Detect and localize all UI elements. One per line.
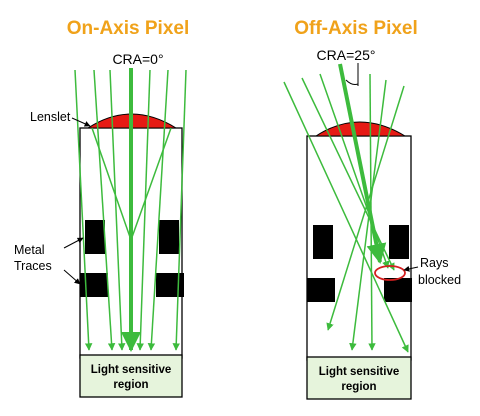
on-axis-rays [74, 69, 187, 351]
metal-traces-label-2: Traces [14, 259, 52, 273]
off-axis-chief-ray [338, 63, 387, 264]
ray [109, 69, 126, 351]
off-axis-panel: Off-Axis Pixel CRA=25° Light sensitive [283, 18, 461, 400]
on-axis-light-region [79, 354, 183, 398]
cra-angle-arc [345, 79, 359, 85]
ray [147, 69, 169, 351]
on-axis-region-label-2: region [113, 379, 148, 391]
rays-blocked-marker [374, 265, 406, 281]
on-axis-metal-trace [80, 273, 108, 297]
off-axis-metal-trace [307, 278, 335, 302]
on-axis-metal-trace [156, 273, 184, 297]
off-axis-cra-label: CRA=25° [317, 47, 376, 63]
on-axis-region-label-1: Light sensitive [91, 364, 172, 376]
on-axis-panel: On-Axis Pixel CRA=0° Light sensitive reg… [14, 18, 190, 398]
on-axis-cra-label: CRA=0° [112, 51, 163, 67]
on-axis-metal-trace [159, 220, 179, 254]
ray [283, 81, 409, 353]
ray [130, 127, 172, 241]
off-axis-region-label-1: Light sensitive [319, 366, 400, 378]
off-axis-region-label-2: region [341, 381, 376, 393]
ray [74, 69, 93, 351]
lenslet-label: Lenslet [30, 110, 71, 124]
on-axis-title: On-Axis Pixel [67, 18, 190, 39]
lenslet-pointer [71, 117, 91, 127]
off-axis-metal-trace [389, 225, 409, 259]
metal-traces-pointer [63, 237, 84, 249]
ray [136, 69, 151, 351]
off-axis-metal-trace [313, 225, 333, 259]
ray [172, 69, 187, 351]
off-axis-title: Off-Axis Pixel [294, 18, 418, 39]
metal-traces-pointer [63, 269, 81, 285]
ray [326, 85, 405, 331]
ray [93, 69, 116, 351]
ray [301, 77, 395, 271]
off-axis-light-region [306, 356, 412, 400]
rays-blocked-pointer [403, 265, 419, 272]
ray [91, 127, 132, 241]
off-axis-metal-trace [384, 278, 412, 302]
on-axis-metal-trace [85, 220, 105, 254]
rays-blocked-label-2: blocked [418, 273, 461, 287]
metal-traces-label-1: Metal [14, 243, 45, 257]
rays-blocked-label-1: Rays [420, 256, 448, 270]
